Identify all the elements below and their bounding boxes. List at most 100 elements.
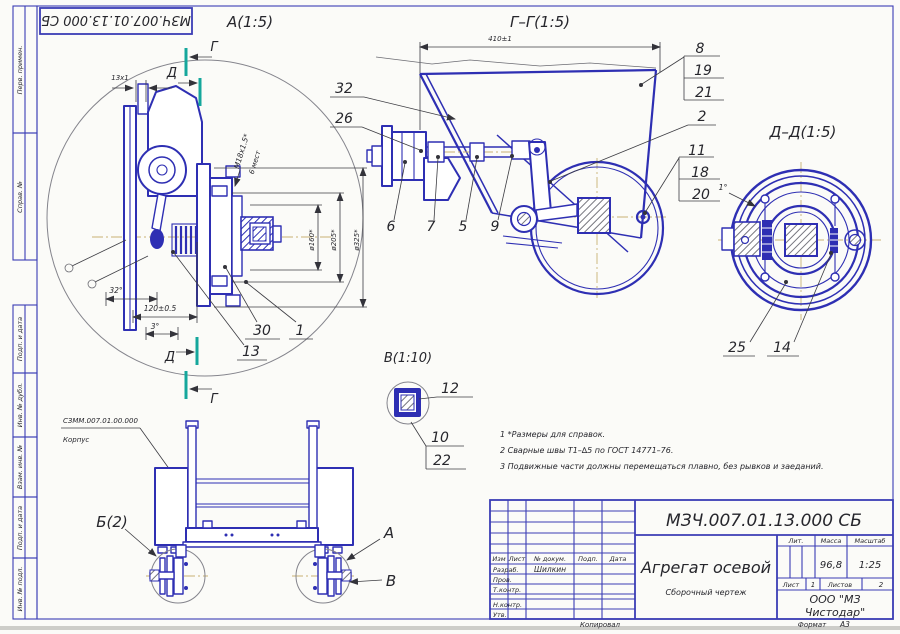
mass-value: 96,8 xyxy=(820,560,842,571)
doc-type: Сборочный чертеж xyxy=(666,588,748,597)
dim-120: 120±0.5 xyxy=(144,304,177,313)
detail-circle-b xyxy=(386,381,430,425)
section-label-d-bottom: Д xyxy=(164,350,175,365)
notes: 1 *Размеры для справок. 2 Сварные швы Т1… xyxy=(500,430,824,471)
dim-dia205: ø205* xyxy=(330,229,338,252)
callout-18: 18 xyxy=(691,165,709,181)
wheel-assembly-right xyxy=(313,544,352,597)
callout-9: 9 xyxy=(491,219,500,235)
view-dd-title: Д–Д(1:5) xyxy=(769,123,837,141)
right-panel xyxy=(315,467,354,546)
row-prov: Пров. xyxy=(493,576,512,584)
sidebar-block-podp-data-1: Подп. и дата xyxy=(12,304,38,374)
view-b-detail: В(1:10) 12 10 22 xyxy=(384,351,473,470)
callout-11: 11 xyxy=(688,143,706,159)
dim-410: 410±1 xyxy=(488,35,512,43)
view-front-korpus: СЗММ.007.01.00.000 Корпус xyxy=(61,417,396,604)
sidebar-label: Инв. № дубл. xyxy=(16,383,24,427)
note-3: 3 Подвижные части должны перемещаться пл… xyxy=(500,462,824,471)
callout-26: 26 xyxy=(335,111,353,127)
sidebar-block-sprav: Справ. № xyxy=(12,132,38,261)
sidebar-label: Взам. инв. № xyxy=(16,445,24,489)
row-razrab-name: Шилкин xyxy=(534,565,566,574)
axle-square xyxy=(784,223,818,257)
copied-label: Копировал xyxy=(580,621,621,629)
counterweight-block xyxy=(577,197,611,234)
callout-7: 7 xyxy=(427,219,436,235)
col-izm: Изм xyxy=(492,555,505,563)
callout-22: 22 xyxy=(433,453,451,469)
sidebar: Перв. примен. Справ. № Подп. и дата Инв.… xyxy=(12,5,38,620)
callout-stack-8-19-21: 8 19 21 xyxy=(639,41,724,101)
callout-1: 1 xyxy=(296,323,305,339)
mass-label: Масса xyxy=(821,537,842,545)
callout-20: 20 xyxy=(692,187,710,203)
label-b2: Б(2) xyxy=(96,513,128,531)
scale-label: Масштаб xyxy=(855,537,886,545)
sidebar-block-podp-data-2: Подп. и дата xyxy=(12,496,38,559)
callout-13: 13 xyxy=(242,344,260,360)
sidebar-label: Справ. № xyxy=(16,181,24,213)
note-1: 1 *Размеры для справок. xyxy=(500,430,605,439)
korpus-number: СЗММ.007.01.00.000 xyxy=(63,417,138,425)
section-label-g-top: Г xyxy=(210,40,219,55)
sheets-value: 2 xyxy=(879,581,884,589)
dim-3deg: 3° xyxy=(151,322,160,331)
callout-32: 32 xyxy=(335,81,353,97)
bearing-outer xyxy=(137,145,187,195)
format-value: А3 xyxy=(839,620,850,629)
view-a-detail: А(1:5) xyxy=(46,13,367,407)
view-dd-section: Д–Д(1:5) 1° 25 14 xyxy=(718,123,884,357)
label-v: В xyxy=(386,572,396,590)
label-a: А xyxy=(383,524,394,542)
sidebar-block-inv-dubl: Инв. № дубл. xyxy=(12,372,38,438)
row-tkontr: Т.контр. xyxy=(493,586,521,594)
sidebar-label: Подп. и дата xyxy=(16,506,24,550)
view-gg-section: Г–Г(1:5) 410±1 xyxy=(330,13,724,298)
dim-1deg: 1° xyxy=(718,183,727,192)
sidebar-block-inv-podl: Инв. № подл. xyxy=(12,557,38,620)
sheet-label: Лист xyxy=(782,581,800,589)
sidebar-label: Перв. примен. xyxy=(16,46,24,95)
callout-25: 25 xyxy=(728,340,746,356)
col-list: Лист xyxy=(508,555,526,563)
doc-number: МЗЧ.007.01.13.000 СБ xyxy=(666,511,862,531)
callout-12: 12 xyxy=(441,381,459,397)
callout-21: 21 xyxy=(695,85,713,101)
callout-stack-11-18-20: 11 18 20 xyxy=(643,143,720,215)
view-a-title: А(1:5) xyxy=(226,13,273,31)
note-2: 2 Сварные швы Т1–∆5 по ГОСТ 14771–76. xyxy=(500,446,673,455)
callout-19: 19 xyxy=(694,63,712,79)
col-podp: Подп. xyxy=(578,555,598,563)
korpus-name: Корпус xyxy=(63,436,89,444)
dim-thread: М18х1.5* xyxy=(232,132,251,169)
callout-5: 5 xyxy=(459,219,468,235)
below-frame: Копировал Формат А3 xyxy=(580,620,850,629)
photo-edge xyxy=(0,626,900,630)
callout-6: 6 xyxy=(387,219,396,235)
lit-label: Лит. xyxy=(788,537,804,545)
left-panel xyxy=(154,467,189,546)
view-gg-title: Г–Г(1:5) xyxy=(510,13,570,31)
sidebar-label: Подп. и дата xyxy=(16,317,24,361)
section-label-d-top: Д xyxy=(166,66,177,81)
callout-14: 14 xyxy=(773,340,791,356)
row-utv: Утв. xyxy=(493,611,507,619)
col-doc: № докум. xyxy=(533,555,566,563)
callout-8: 8 xyxy=(696,41,705,57)
company-line1: ООО "МЗ xyxy=(809,593,860,606)
callout-30: 30 xyxy=(253,323,271,339)
callout-2: 2 xyxy=(698,109,707,125)
view-b-title: В(1:10) xyxy=(384,351,432,366)
product-name: Агрегат осевой xyxy=(640,558,771,577)
sidebar-label: Инв. № подл. xyxy=(16,567,24,612)
sidebar-block-vzam-inv: Взам. инв. № xyxy=(12,436,38,498)
callout-10: 10 xyxy=(431,430,449,446)
col-data: Дата xyxy=(609,555,627,563)
wheel-assembly-left xyxy=(149,544,188,597)
company-line2: Чистодар" xyxy=(805,606,865,619)
dim-13x1: 13х1 xyxy=(111,74,129,82)
sidebar-block-perv-primen: Перв. примен. xyxy=(12,5,38,134)
section-label-g-bottom: Г xyxy=(210,392,219,407)
